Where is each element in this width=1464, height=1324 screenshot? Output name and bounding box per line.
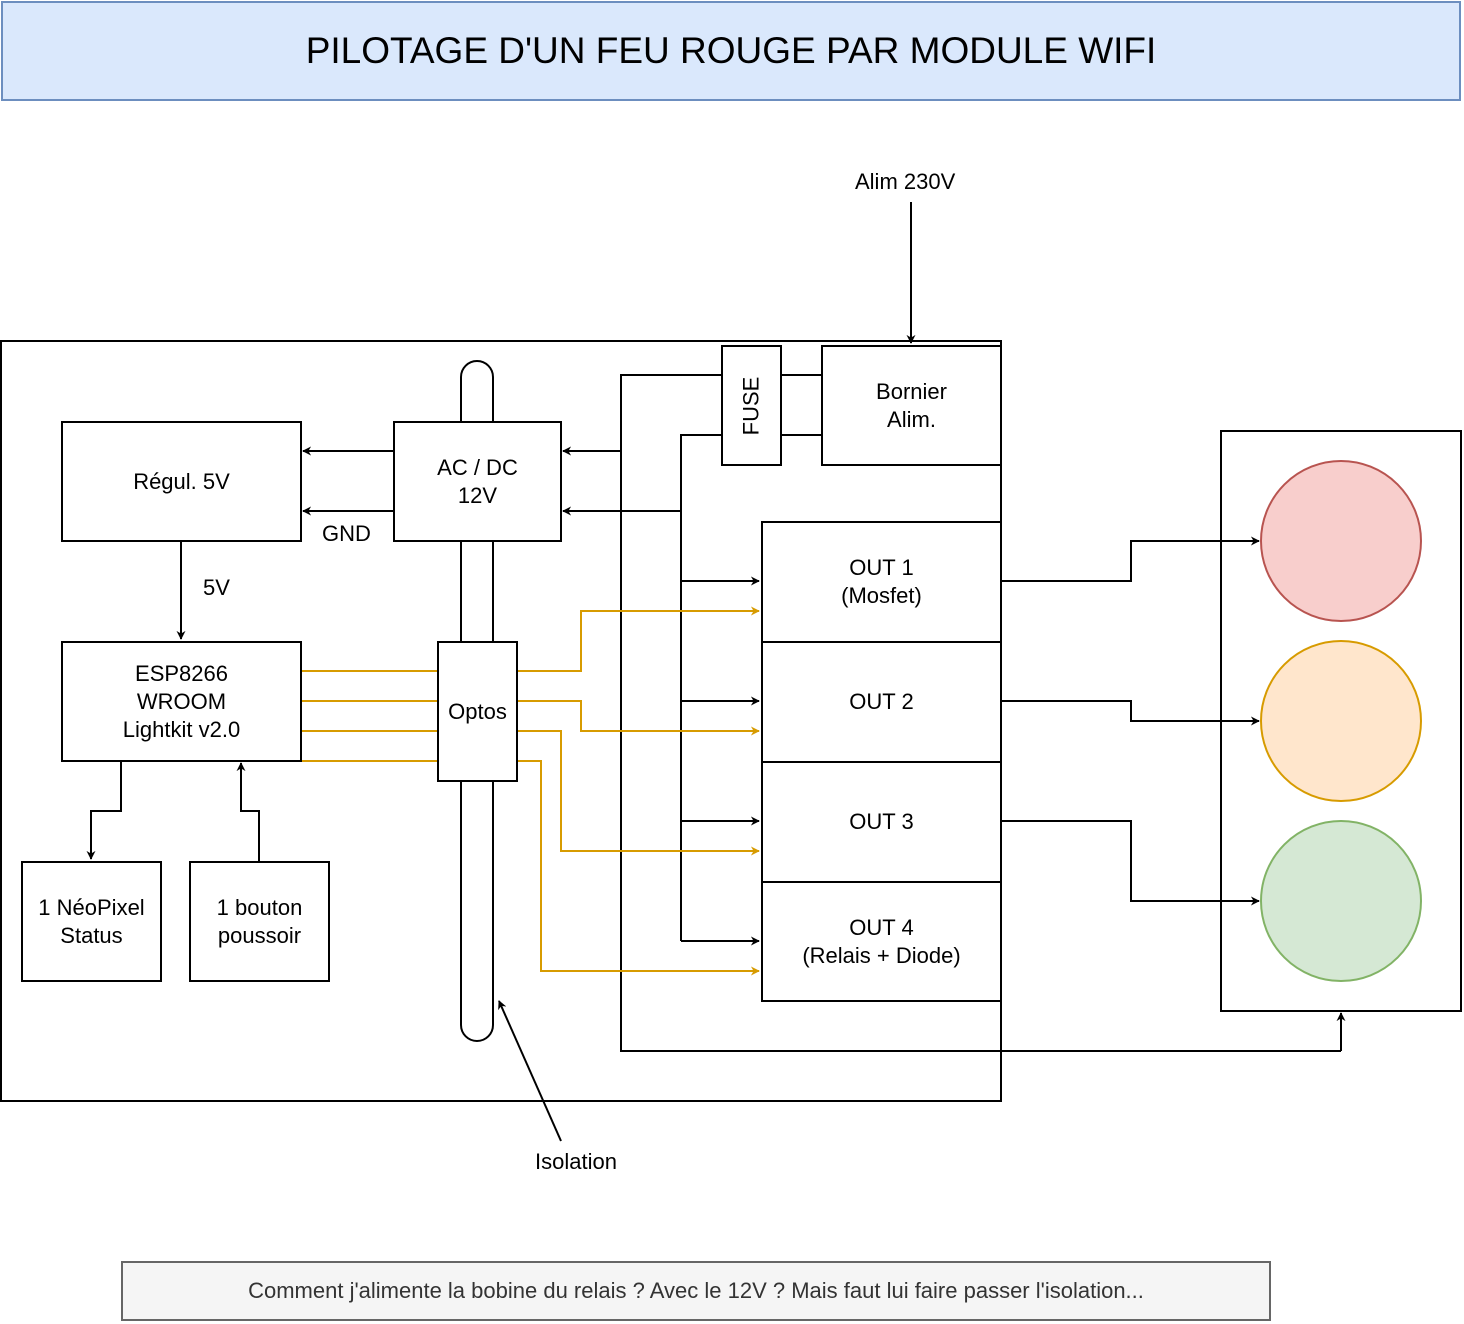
diagram-title: PILOTAGE D'UN FEU ROUGE PAR MODULE WIFI — [1, 1, 1461, 101]
gnd-label: GND — [322, 521, 371, 546]
green-light — [1260, 820, 1422, 982]
out4-block: OUT 4 (Relais + Diode) — [761, 881, 1002, 1002]
bornier-alim-label: Bornier Alim. — [876, 378, 947, 432]
diagram-title-text: PILOTAGE D'UN FEU ROUGE PAR MODULE WIFI — [305, 30, 1157, 71]
regulator-5v-block: Régul. 5V — [61, 421, 302, 542]
out4-label: OUT 4 (Relais + Diode) — [802, 914, 961, 968]
fuse-block: FUSE — [721, 345, 782, 466]
out2-block: OUT 2 — [761, 641, 1002, 763]
regulator-5v-label: Régul. 5V — [133, 468, 230, 494]
acdc-12v-label: AC / DC 12V — [437, 454, 518, 508]
signal-optos-out1 — [517, 606, 760, 672]
optos-block: Optos — [437, 641, 518, 782]
signal-optos-out4 — [517, 760, 760, 976]
5v-label: 5V — [203, 575, 230, 600]
red-light — [1260, 460, 1422, 622]
orange-light — [1260, 640, 1422, 802]
wire-esp-neopixel — [86, 761, 122, 860]
bornier-alim-block: Bornier Alim. — [821, 345, 1002, 466]
out2-label: OUT 2 — [849, 689, 914, 714]
wire-out2-orange-light — [1001, 700, 1260, 726]
isolation-pointer — [498, 1000, 562, 1142]
signal-optos-out3 — [517, 730, 760, 856]
out1-block: OUT 1 (Mosfet) — [761, 521, 1002, 643]
signal-optos-out2 — [517, 700, 760, 736]
neopixel-label: 1 NéoPixel Status — [38, 894, 145, 948]
fuse-label: FUSE — [738, 376, 764, 435]
esp8266-block: ESP8266 WROOM Lightkit v2.0 — [61, 641, 302, 762]
wire-fuse-feed-bottom — [680, 434, 721, 941]
push-button-block: 1 bouton poussoir — [189, 861, 330, 982]
question-note-text: Comment j'alimente la bobine du relais ?… — [248, 1278, 1144, 1303]
out1-label: OUT 1 (Mosfet) — [841, 555, 922, 608]
push-button-label: 1 bouton poussoir — [216, 894, 303, 948]
acdc-12v-block: AC / DC 12V — [393, 421, 562, 542]
isolation-label: Isolation — [535, 1149, 617, 1174]
wire-out3-green-light — [1001, 820, 1260, 906]
optos-label: Optos — [448, 698, 507, 724]
wire-fuse-feed-top — [620, 374, 1341, 1052]
wire-button-esp — [236, 762, 260, 861]
out3-label: OUT 3 — [849, 809, 914, 834]
question-note: Comment j'alimente la bobine du relais ?… — [121, 1261, 1271, 1321]
wire-out1-red-light — [1001, 536, 1260, 582]
out3-block: OUT 3 — [761, 761, 1002, 883]
alim-230v-label: Alim 230V — [855, 169, 956, 194]
esp8266-label: ESP8266 WROOM Lightkit v2.0 — [122, 660, 241, 742]
neopixel-block: 1 NéoPixel Status — [21, 861, 162, 982]
